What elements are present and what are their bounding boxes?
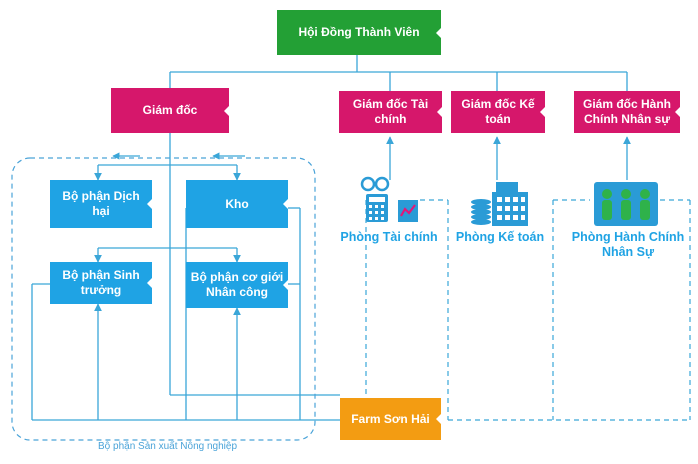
- pest-control-label: Bộ phận Dịch hại: [62, 189, 140, 218]
- council-box[interactable]: Hội Đồng Thành Viên: [277, 10, 441, 55]
- box-notch: [437, 107, 442, 117]
- chief-accountant-label: Giám đốc Kế toán: [461, 97, 535, 126]
- box-notch: [283, 280, 288, 290]
- box-notch: [283, 199, 288, 209]
- chief-accountant-box[interactable]: Giám đốc Kế toán: [451, 91, 545, 133]
- warehouse-box[interactable]: Kho: [186, 180, 288, 228]
- council-label: Hội Đồng Thành Viên: [298, 25, 420, 39]
- cfo-box[interactable]: Giám đốc Tài chính: [339, 91, 442, 133]
- warehouse-label: Kho: [225, 196, 249, 211]
- growth-box[interactable]: Bộ phận Sinh trưởng: [50, 262, 152, 304]
- farm-label: Farm Sơn Hải: [351, 411, 430, 426]
- growth-label: Bộ phận Sinh trưởng: [62, 268, 140, 297]
- production-group-label: Bộ phận Sản xuất Nông nghiệp: [98, 441, 237, 452]
- chart-line-icon: [398, 200, 418, 222]
- box-notch: [436, 27, 441, 38]
- box-notch: [540, 107, 545, 117]
- finance-dept-label: Phòng Tài chính: [340, 230, 438, 244]
- people-group-icon: [594, 182, 658, 226]
- box-notch: [436, 414, 441, 424]
- box-notch: [224, 105, 229, 116]
- machinery-box[interactable]: Bộ phận cơ giới Nhân công: [186, 262, 288, 308]
- glasses-calculator-icon: [360, 176, 390, 222]
- accounting-dept-label: Phòng Kế toán: [455, 230, 545, 244]
- pest-control-box[interactable]: Bộ phận Dịch hại: [50, 180, 152, 228]
- director-box[interactable]: Giám đốc: [111, 88, 229, 133]
- director-label: Giám đốc: [142, 103, 198, 117]
- building-icon: [492, 182, 528, 226]
- hr-dept-label: Phòng Hành Chính Nhân Sự: [571, 230, 685, 259]
- box-notch: [675, 107, 680, 117]
- box-notch: [147, 278, 152, 288]
- machinery-label: Bộ phận cơ giới Nhân công: [190, 270, 284, 299]
- box-notch: [147, 199, 152, 209]
- hr-director-box[interactable]: Giám đốc Hành Chính Nhân sự: [574, 91, 680, 133]
- farm-box[interactable]: Farm Sơn Hải: [340, 398, 441, 440]
- money-stack-icon: [471, 199, 491, 225]
- hr-director-label: Giám đốc Hành Chính Nhân sự: [582, 97, 671, 126]
- cfo-label: Giám đốc Tài chính: [352, 97, 429, 126]
